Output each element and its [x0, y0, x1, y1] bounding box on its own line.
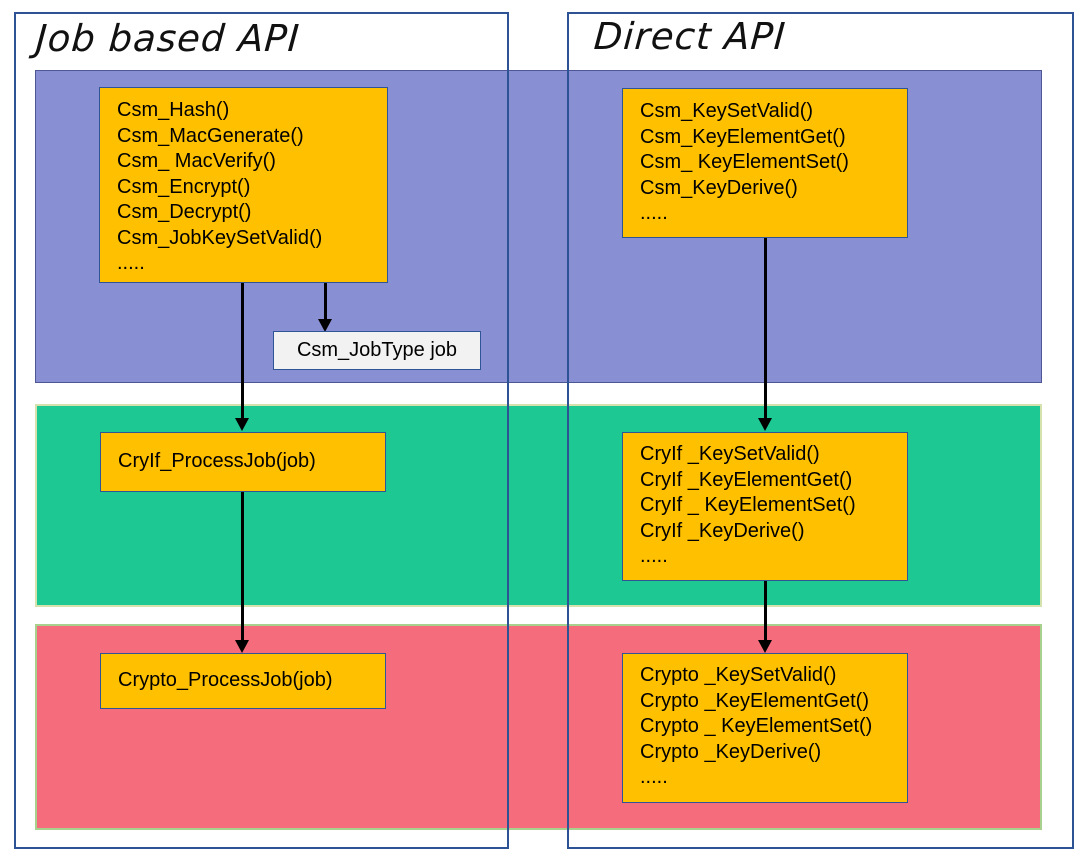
function-name: Csm_ MacVerify(): [117, 150, 276, 172]
arrowhead-csm-to-jobtype: [318, 319, 332, 332]
arrow-csm-to-jobtype: [324, 283, 327, 320]
function-name: Csm_MacGenerate(): [117, 124, 304, 147]
function-name: CryIf_ProcessJob(job): [118, 450, 316, 473]
function-name: CryIf _KeyDerive(): [640, 519, 805, 542]
arrow-cryif-key-to-crypto-key: [764, 580, 767, 641]
cryif-processjob-box: CryIf_ProcessJob(job): [100, 432, 386, 492]
ellipsis: .....: [640, 202, 668, 224]
function-name: Crypto _KeyElementGet(): [640, 689, 869, 712]
ellipsis: .....: [117, 252, 145, 274]
csm-key-functions-box: Csm_KeySetValid() Csm_KeyElementGet() Cs…: [622, 88, 908, 238]
direct-api-title: Direct API: [592, 15, 788, 58]
arrow-csm-key-to-cryif-key: [764, 237, 767, 419]
ellipsis: .....: [640, 766, 668, 788]
jobtype-label: Csm_JobType job: [296, 339, 458, 361]
function-name: CryIf _KeyElementGet(): [640, 468, 853, 491]
function-name: Csm_KeyDerive(): [640, 176, 798, 199]
arrowhead-cryif-to-crypto-processjob: [235, 640, 249, 653]
crypto-key-functions-box: Crypto _KeySetValid() Crypto _KeyElement…: [622, 653, 908, 803]
function-name: Csm_KeySetValid(): [640, 100, 814, 122]
arrowhead-cryif-key-to-crypto-key: [758, 640, 772, 653]
function-name: Crypto _ KeyElementSet(): [640, 715, 873, 737]
job-based-api-title: Job based API: [34, 17, 302, 60]
function-name: Crypto _KeyDerive(): [640, 740, 822, 763]
function-name: Csm_Hash(): [117, 99, 230, 121]
ellipsis: .....: [640, 545, 668, 567]
arrow-csm-to-cryif-processjob: [241, 283, 244, 419]
crypto-processjob-box: Crypto_ProcessJob(job): [100, 653, 386, 709]
function-name: CryIf _ KeyElementSet(): [640, 494, 856, 516]
function-name: Csm_Decrypt(): [117, 201, 252, 223]
function-name: Crypto_ProcessJob(job): [118, 669, 333, 692]
function-name: Crypto _KeySetValid(): [640, 664, 837, 686]
arrowhead-csm-to-cryif-processjob: [235, 418, 249, 431]
csm-jobtype-box: Csm_JobType job: [273, 331, 481, 370]
function-name: Csm_Encrypt(): [117, 175, 251, 198]
csm-job-functions-box: Csm_Hash() Csm_MacGenerate() Csm_ MacVer…: [99, 87, 388, 283]
function-name: Csm_JobKeySetValid(): [117, 226, 323, 249]
function-name: Csm_KeyElementGet(): [640, 125, 846, 148]
arrow-cryif-to-crypto-processjob: [241, 491, 244, 641]
function-name: CryIf _KeySetValid(): [640, 443, 820, 465]
arrowhead-csm-key-to-cryif-key: [758, 418, 772, 431]
function-name: Csm_ KeyElementSet(): [640, 151, 849, 173]
cryif-key-functions-box: CryIf _KeySetValid() CryIf _KeyElementGe…: [622, 432, 908, 581]
